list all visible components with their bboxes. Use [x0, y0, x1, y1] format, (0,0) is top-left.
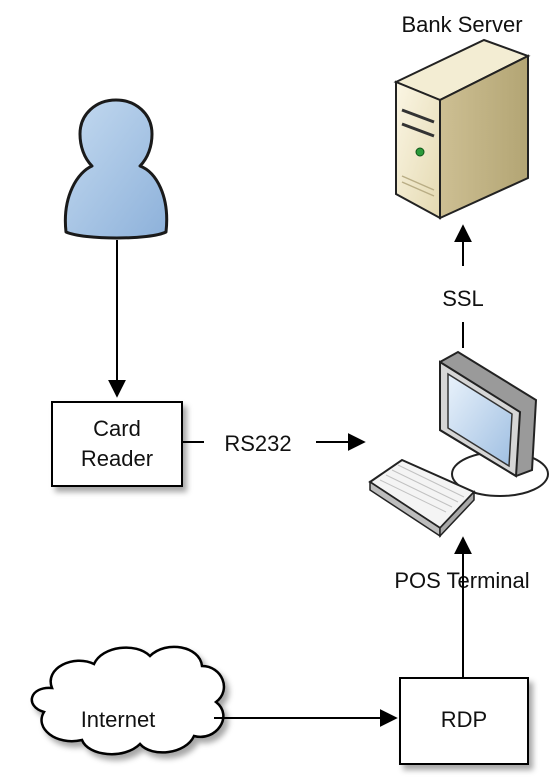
card-reader-label-line2: Reader	[81, 446, 153, 471]
cloud-icon: Internet	[30, 645, 226, 756]
rdp-box: RDP	[399, 677, 529, 765]
bank-server-label: Bank Server	[401, 12, 522, 37]
computer-icon	[368, 350, 549, 538]
card-reader-label-line1: Card	[93, 416, 141, 441]
rs232-label: RS232	[224, 431, 291, 456]
rdp-label: RDP	[441, 707, 487, 732]
server-icon	[393, 38, 531, 220]
user-icon	[63, 98, 169, 240]
card-reader-box: Card Reader	[51, 401, 183, 487]
ssl-label: SSL	[442, 286, 484, 311]
internet-label: Internet	[81, 707, 156, 732]
